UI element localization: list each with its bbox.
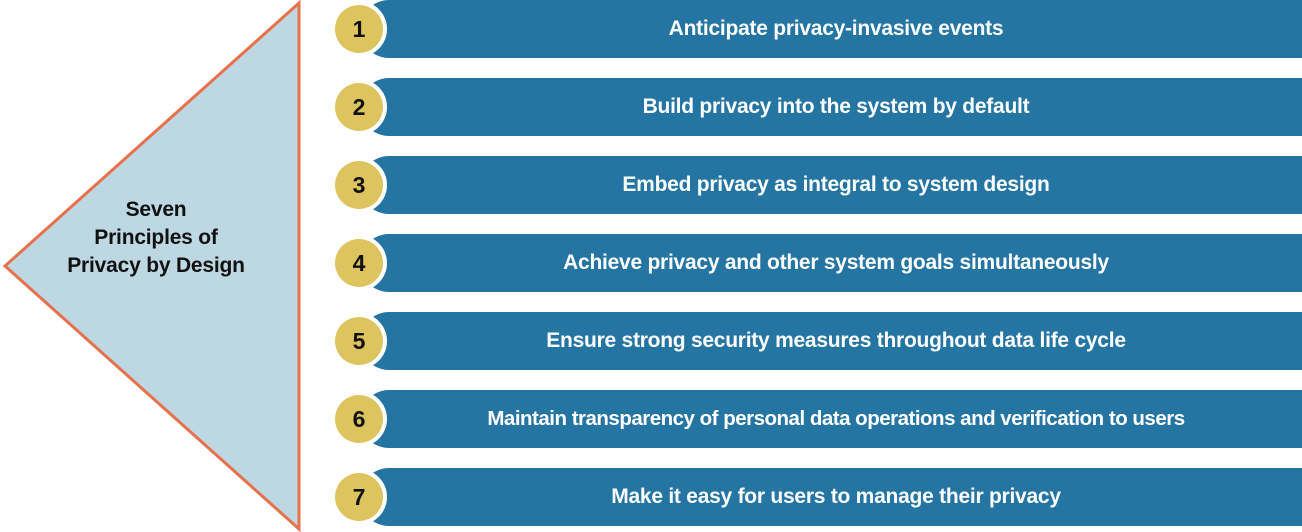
- badge-5[interactable]: 5: [335, 317, 383, 365]
- principle-bar-2[interactable]: Build privacy into the system by default: [360, 78, 1302, 136]
- principle-label-5: Ensure strong security measures througho…: [546, 329, 1126, 352]
- list-item-7[interactable]: Make it easy for users to manage their p…: [305, 468, 1302, 526]
- principle-label-6: Maintain transparency of personal data o…: [487, 407, 1185, 430]
- principle-label-2: Build privacy into the system by default: [642, 95, 1030, 118]
- list-item-4[interactable]: Achieve privacy and other system goals s…: [305, 234, 1302, 292]
- principle-bar-3[interactable]: Embed privacy as integral to system desi…: [360, 156, 1302, 214]
- badge-number-6: 6: [352, 405, 366, 432]
- principle-bar-6[interactable]: Maintain transparency of personal data o…: [360, 390, 1302, 448]
- list-item-2[interactable]: Build privacy into the system by default…: [305, 78, 1302, 136]
- principle-label-3: Embed privacy as integral to system desi…: [622, 173, 1050, 196]
- list-item-3[interactable]: Embed privacy as integral to system desi…: [305, 156, 1302, 214]
- principle-label-1: Anticipate privacy-invasive events: [668, 17, 1004, 40]
- triangle-shape-icon: [2, 0, 301, 532]
- badge-number-3: 3: [352, 171, 366, 198]
- badge-number-1: 1: [352, 15, 366, 42]
- list-item-1[interactable]: Anticipate privacy-invasive events 1: [305, 0, 1302, 58]
- principle-label-4: Achieve privacy and other system goals s…: [563, 251, 1109, 274]
- list-item-5[interactable]: Ensure strong security measures througho…: [305, 312, 1302, 370]
- page-title: Seven Principles of Privacy by Design: [67, 198, 245, 277]
- principle-label-7: Make it easy for users to manage their p…: [611, 485, 1061, 508]
- badge-6[interactable]: 6: [335, 395, 383, 443]
- badge-4[interactable]: 4: [335, 239, 383, 287]
- principle-bar-5[interactable]: Ensure strong security measures througho…: [360, 312, 1302, 370]
- principle-bar-4[interactable]: Achieve privacy and other system goals s…: [360, 234, 1302, 292]
- badge-2[interactable]: 2: [335, 83, 383, 131]
- badge-3[interactable]: 3: [335, 161, 383, 209]
- badge-number-7: 7: [352, 483, 366, 510]
- badge-number-2: 2: [352, 93, 366, 120]
- badge-1[interactable]: 1: [335, 5, 383, 53]
- list-item-6[interactable]: Maintain transparency of personal data o…: [305, 390, 1302, 448]
- principle-bar-1[interactable]: Anticipate privacy-invasive events: [360, 0, 1302, 58]
- badge-number-5: 5: [352, 327, 366, 354]
- principle-bar-7[interactable]: Make it easy for users to manage their p…: [360, 468, 1302, 526]
- title-triangle: Seven Principles of Privacy by Design: [0, 0, 302, 532]
- badge-7[interactable]: 7: [335, 473, 383, 521]
- badge-number-4: 4: [352, 249, 366, 276]
